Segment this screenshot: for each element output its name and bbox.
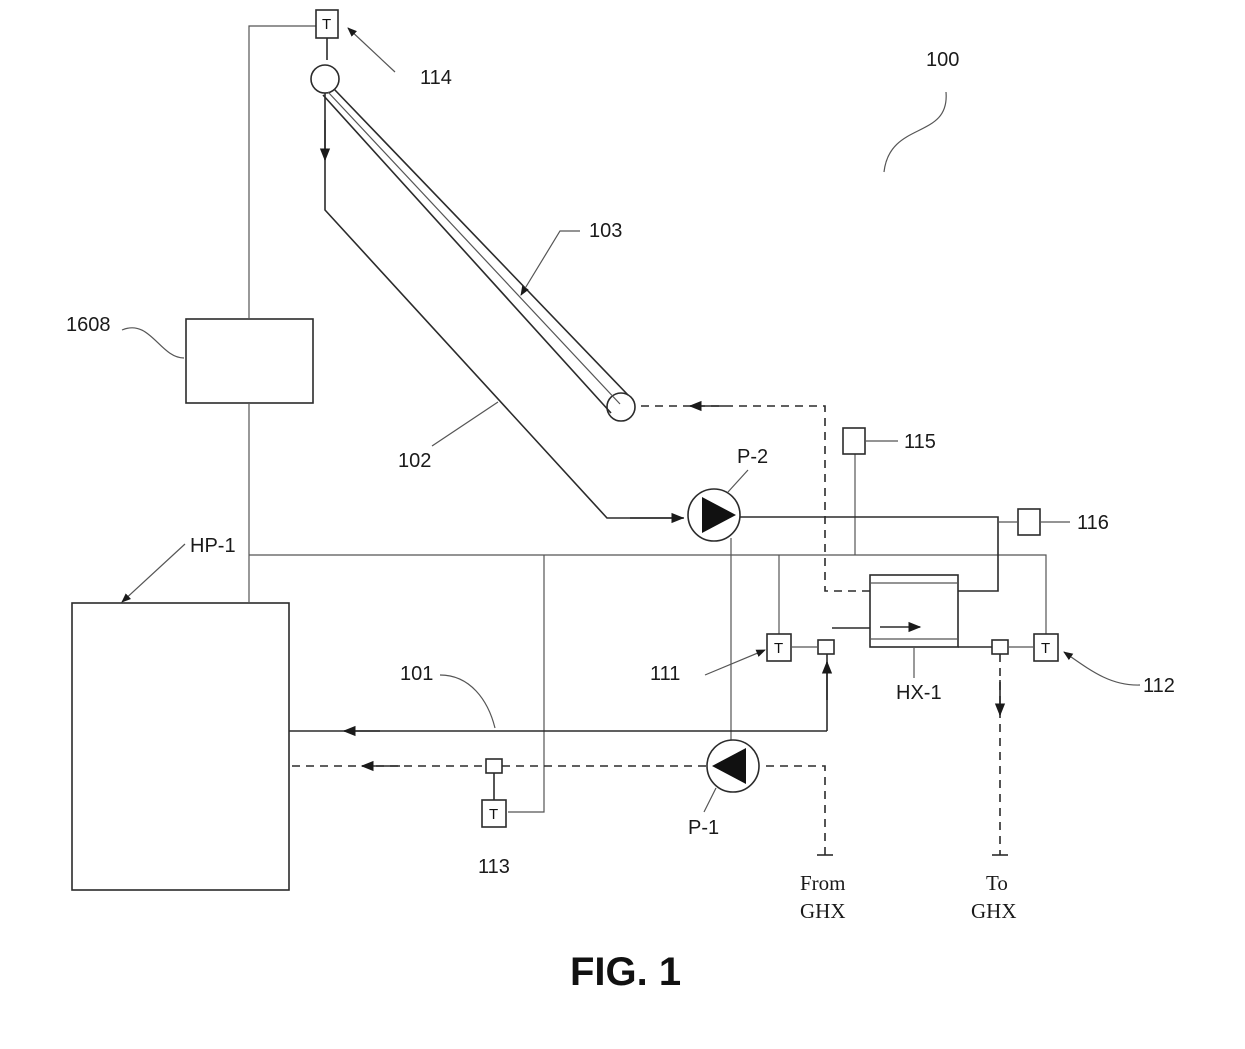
control-line-top <box>249 26 316 319</box>
sensor-114-symbol: T <box>322 16 331 33</box>
pump-p1-leader <box>704 788 716 812</box>
sensor-115-ref: 115 <box>904 431 936 453</box>
collector-loop-leader <box>432 402 498 446</box>
from-ghx-label-2: GHX <box>800 899 846 923</box>
pump-p2-label: P-2 <box>737 446 768 468</box>
sensor-112-ref: 112 <box>1143 675 1175 697</box>
pump-p2-leader <box>728 470 748 492</box>
valve-113 <box>486 759 502 773</box>
sensor-112-leader <box>1064 652 1140 685</box>
heat-pump-label: HP-1 <box>190 535 236 557</box>
controller-ref-label: 1608 <box>66 314 111 336</box>
collector-loop-ref: 102 <box>398 450 431 472</box>
ground-return-pipe <box>760 766 825 855</box>
signal-drop-113 <box>508 555 544 812</box>
sensor-111-leader <box>705 650 765 675</box>
collector-tube-outer-1 <box>334 89 628 395</box>
to-ghx-label-1: To <box>986 871 1008 895</box>
pump-p1-label: P-1 <box>688 817 719 839</box>
figure-caption: FIG. 1 <box>570 950 681 994</box>
sensor-116-ref: 116 <box>1077 512 1109 534</box>
sensor-114-leader <box>348 28 395 72</box>
sensor-113-ref: 113 <box>478 856 510 878</box>
heat-pump-leader <box>122 544 185 602</box>
collector-ref: 103 <box>589 220 622 242</box>
sensor-114-ref: 114 <box>420 67 452 89</box>
sensor-111-ref: 111 <box>650 663 680 685</box>
figure-ref-leader <box>884 92 946 172</box>
collector-return-pipe <box>636 406 870 591</box>
sensor-115-box <box>843 428 865 454</box>
collector-tube-inner <box>328 92 620 404</box>
hx-body <box>870 575 958 647</box>
sensor-116-box <box>1018 509 1040 535</box>
ground-loop-ref: 101 <box>400 663 433 685</box>
heat-pump-box <box>72 603 289 890</box>
from-ghx-label-1: From <box>800 871 846 895</box>
controller-box <box>186 319 313 403</box>
collector-leader <box>521 231 580 295</box>
sensor-113-symbol: T <box>489 806 498 823</box>
to-ghx-label-2: GHX <box>971 899 1017 923</box>
collector-bottom-header <box>607 393 635 421</box>
valve-112 <box>992 640 1008 654</box>
figure-ref-number: 100 <box>926 49 959 71</box>
sensor-112-symbol: T <box>1041 640 1050 657</box>
controller-leader <box>122 328 184 358</box>
hx-label: HX-1 <box>896 682 942 704</box>
valve-111 <box>818 640 834 654</box>
sensor-111-symbol: T <box>774 640 783 657</box>
ground-loop-leader <box>440 675 495 728</box>
